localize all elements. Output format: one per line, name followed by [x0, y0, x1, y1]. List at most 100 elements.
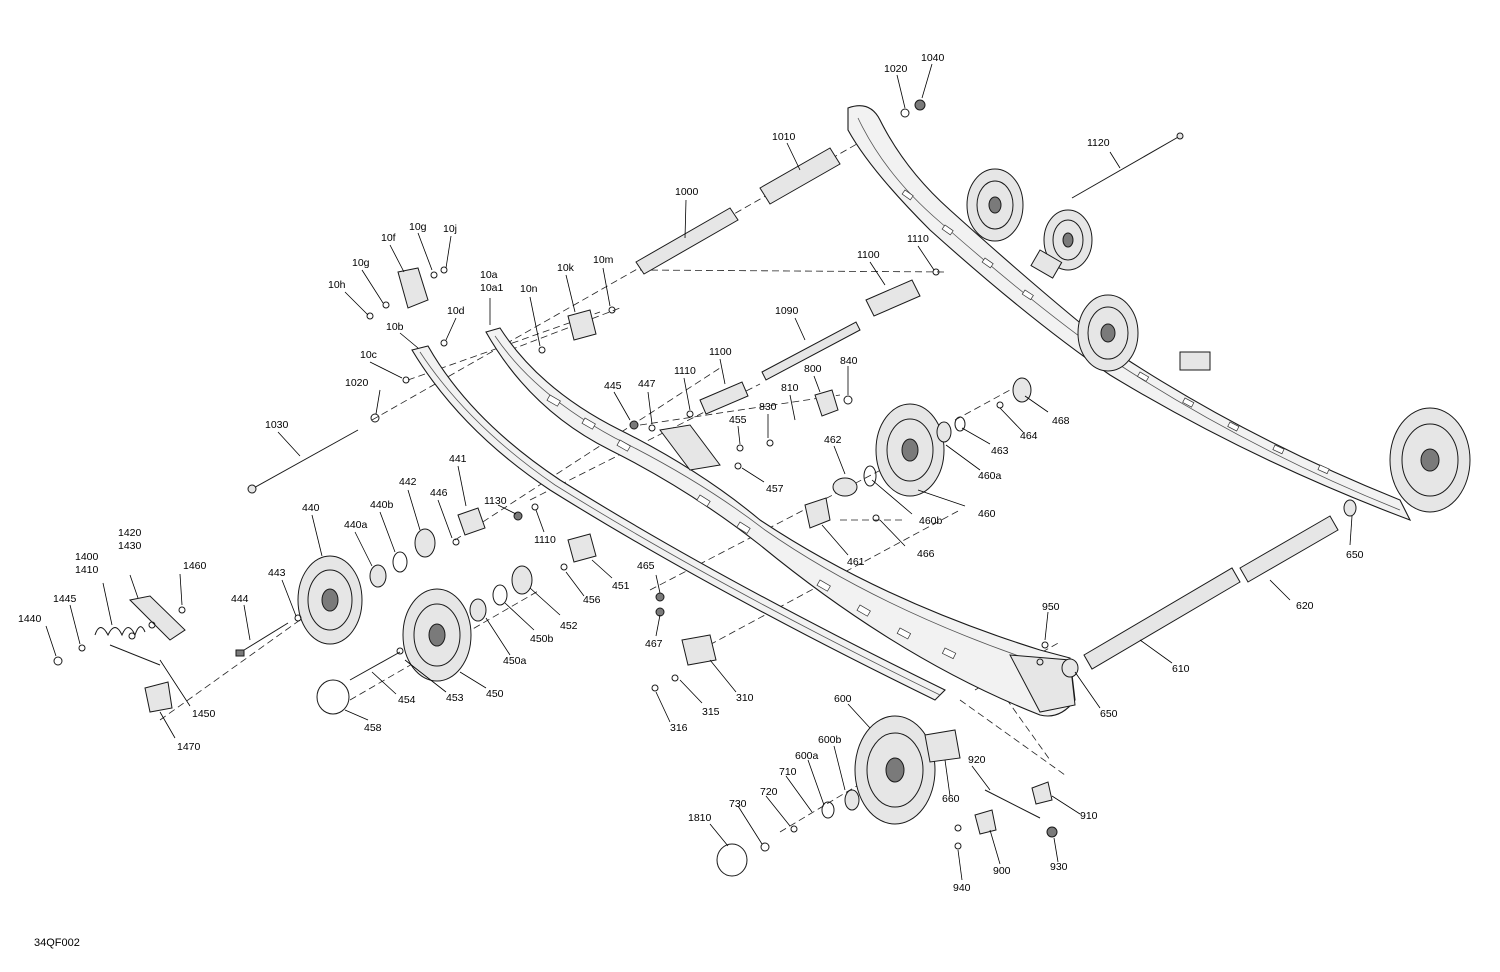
- callout-1100: 1100: [857, 249, 880, 261]
- callout-1030: 1030: [265, 419, 289, 431]
- callout-810: 810: [781, 382, 799, 394]
- callout-1420: 1420: [118, 527, 142, 539]
- callout-1010: 1010: [772, 131, 796, 143]
- callout-10n: 10n: [520, 283, 538, 295]
- callout-447: 447: [638, 378, 656, 390]
- callout-460: 460: [978, 508, 996, 520]
- cap-1810: [716, 843, 748, 877]
- callout-1120: 1120: [1087, 137, 1110, 149]
- callout-1430: 1430: [118, 540, 142, 552]
- callout-450b: 450b: [530, 633, 554, 645]
- callout-labels: 1020 1040 1010 1120 1000 10g 10j 10f 10g…: [18, 52, 1364, 894]
- callout-1110: 1110: [907, 233, 929, 245]
- callout-10g: 10g: [409, 221, 427, 233]
- callout-1000: 1000: [675, 186, 699, 198]
- callout-840: 840: [840, 355, 858, 367]
- callout-454: 454: [398, 694, 416, 706]
- tube-1010: [759, 147, 841, 205]
- callout-920: 920: [968, 754, 986, 766]
- tube-620: [1239, 515, 1339, 583]
- callout-465: 465: [637, 560, 655, 572]
- callout-600a: 600a: [795, 750, 819, 762]
- callout-461: 461: [847, 556, 865, 568]
- callout-10a: 10a: [480, 269, 498, 281]
- callout-460b: 460b: [919, 515, 943, 527]
- callout-450a: 450a: [503, 655, 527, 667]
- callout-800: 800: [804, 363, 822, 375]
- block-441: [457, 507, 486, 536]
- callout-458: 458: [364, 722, 382, 734]
- callout-10g: 10g: [352, 257, 370, 269]
- callout-1470: 1470: [177, 741, 201, 753]
- block-10k: [567, 309, 597, 341]
- callout-445: 445: [604, 380, 622, 392]
- rail-rear-plate: [1009, 654, 1076, 713]
- tube-1000: [635, 207, 739, 275]
- rail-bracket: [1030, 249, 1063, 279]
- shaft-444: [235, 622, 289, 657]
- tube-610: [1083, 567, 1241, 670]
- left-rail-slots: [546, 394, 957, 660]
- callout-1100: 1100: [709, 346, 732, 358]
- cap-458: [316, 679, 350, 715]
- leader-lines: [45, 63, 1353, 881]
- callout-455: 455: [729, 414, 747, 426]
- callout-453: 453: [446, 692, 464, 704]
- callout-730: 730: [729, 798, 747, 810]
- callout-456: 456: [583, 594, 601, 606]
- rear-upper-wheel-1: [966, 168, 1024, 242]
- callout-1020: 1020: [345, 377, 369, 389]
- callout-1130: 1130: [484, 495, 507, 507]
- callout-466: 466: [917, 548, 935, 560]
- rear-mid-wheel: [1077, 294, 1139, 372]
- block-310: [681, 634, 717, 666]
- callout-440: 440: [302, 502, 320, 514]
- block-800: [814, 389, 839, 417]
- callout-446: 446: [430, 487, 448, 499]
- callout-10k: 10k: [557, 262, 575, 274]
- callout-600: 600: [834, 693, 852, 705]
- wheel-450: [402, 588, 472, 682]
- callout-1090: 1090: [775, 305, 799, 317]
- callout-1020: 1020: [884, 63, 908, 75]
- callout-444: 444: [231, 593, 249, 605]
- block-461: [804, 497, 831, 529]
- callout-930: 930: [1050, 861, 1068, 873]
- callout-451: 451: [612, 580, 630, 592]
- bracket-1420: [128, 595, 186, 641]
- callout-462: 462: [824, 434, 842, 446]
- callout-10h: 10h: [328, 279, 346, 291]
- spring-1400: [94, 626, 146, 637]
- callout-1450: 1450: [192, 708, 216, 720]
- callout-1400: 1400: [75, 551, 99, 563]
- shaft-1120: [1071, 132, 1184, 199]
- rear-end-wheel: [1389, 407, 1471, 513]
- callout-600b: 600b: [818, 734, 842, 746]
- callout-900: 900: [993, 865, 1011, 877]
- rail-stopper-block: [1179, 351, 1211, 371]
- rear-upper-wheel-2: [1043, 209, 1093, 271]
- callout-442: 442: [399, 476, 417, 488]
- figure-id: 34QF002: [34, 937, 80, 949]
- wheel-460: [875, 403, 945, 497]
- callout-950: 950: [1042, 601, 1060, 613]
- callout-464: 464: [1020, 430, 1038, 442]
- callout-1810: 1810: [688, 812, 712, 824]
- callout-316: 316: [670, 722, 688, 734]
- cap-660: [924, 729, 961, 763]
- bracket-910: [1031, 781, 1053, 805]
- callout-1410: 1410: [75, 564, 99, 576]
- shafts-and-tubes: [235, 132, 1339, 819]
- callout-1040: 1040: [921, 52, 945, 64]
- callout-1460: 1460: [183, 560, 207, 572]
- left-rail-assembly: [411, 327, 1076, 717]
- callout-650: 650: [1100, 708, 1118, 720]
- callout-650: 650: [1346, 549, 1364, 561]
- callout-10b: 10b: [386, 321, 404, 333]
- callout-441: 441: [449, 453, 467, 465]
- callout-10m: 10m: [593, 254, 614, 266]
- callout-1445: 1445: [53, 593, 77, 605]
- callout-720: 720: [760, 786, 778, 798]
- block-451: [567, 533, 597, 563]
